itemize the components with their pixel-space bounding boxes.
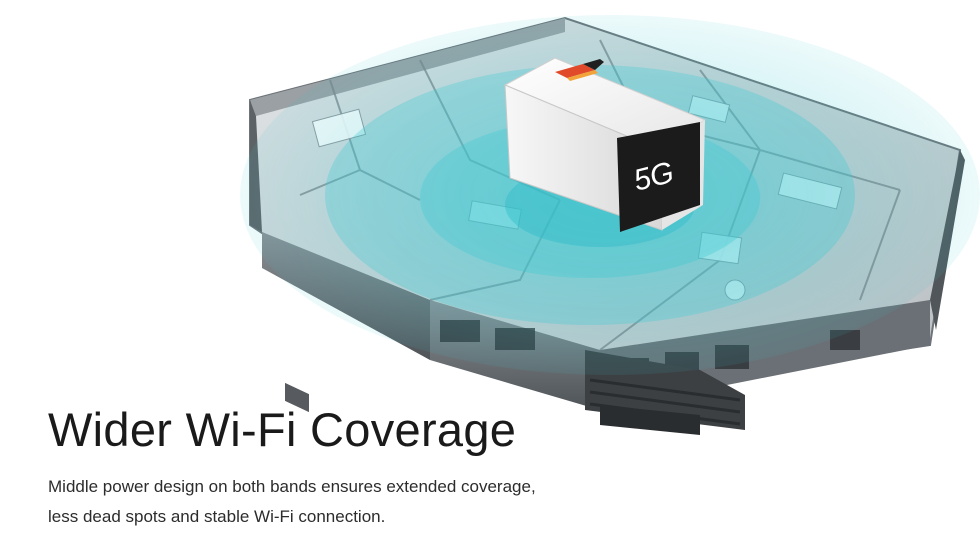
router-icon [503, 57, 707, 232]
description-line-2: less dead spots and stable Wi-Fi connect… [48, 507, 386, 526]
description-line-1: Middle power design on both bands ensure… [48, 477, 536, 496]
page-title: Wider Wi-Fi Coverage [48, 403, 517, 456]
feature-description: Middle power design on both bands ensure… [48, 472, 608, 532]
